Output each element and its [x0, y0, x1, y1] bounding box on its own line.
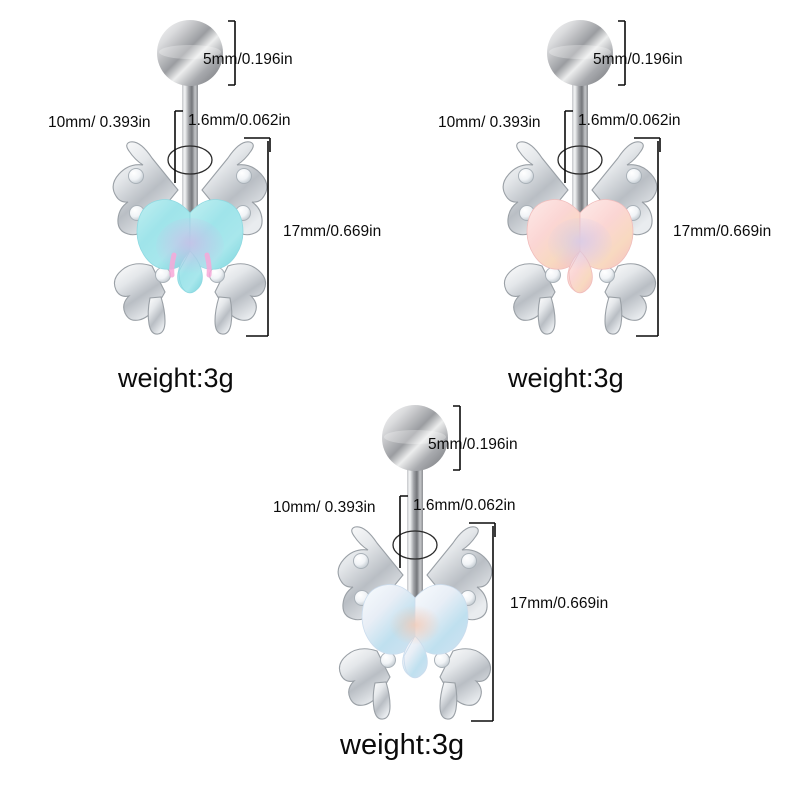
dimension-label-ball-2: 5mm/0.196in	[593, 51, 683, 68]
product-item-3: 5mm/0.196in 10mm/ 0.393in 1.6mm/0.062in …	[265, 393, 608, 793]
dimension-label-length-1: 10mm/ 0.393in	[48, 114, 151, 131]
jewelry-illustration-2	[502, 20, 661, 337]
dimension-brackets-2	[564, 20, 661, 337]
dimension-label-gauge-3: 1.6mm/0.062in	[413, 497, 516, 514]
ring-outline-2	[557, 145, 603, 175]
dimension-brackets-1	[174, 20, 271, 337]
dimension-label-length-2: 10mm/ 0.393in	[438, 114, 541, 131]
dimension-label-height-3: 17mm/0.669in	[510, 595, 609, 612]
dimension-label-height-2: 17mm/0.669in	[673, 223, 772, 240]
cz-stones-1	[128, 168, 252, 283]
product-item-2: 5mm/0.196in 10mm/ 0.393in 1.6mm/0.062in …	[430, 8, 771, 408]
barbell-ball-3	[382, 405, 448, 471]
ring-outline-1	[167, 145, 213, 175]
weight-label-1: weight:3g	[118, 363, 234, 393]
dimension-label-ball-3: 5mm/0.196in	[428, 436, 518, 453]
weight-label-2: weight:3g	[508, 363, 624, 393]
butterfly-charm-3	[361, 584, 469, 679]
dimension-brackets-3	[399, 405, 496, 722]
dimension-label-ball-1: 5mm/0.196in	[203, 51, 293, 68]
dimension-label-gauge-1: 1.6mm/0.062in	[188, 112, 291, 129]
barbell-ball-2	[547, 20, 613, 86]
dimension-label-gauge-2: 1.6mm/0.062in	[578, 112, 681, 129]
ring-outline-3	[392, 530, 438, 560]
butterfly-charm-2	[526, 199, 634, 294]
jewelry-illustration-1	[112, 20, 271, 337]
weight-label-3: weight:3g	[340, 729, 465, 761]
dimension-label-length-3: 10mm/ 0.393in	[273, 499, 376, 516]
jewelry-illustration-3	[337, 405, 496, 722]
butterfly-charm-1	[136, 199, 244, 294]
dimension-label-height-1: 17mm/0.669in	[283, 223, 382, 240]
product-item-1: 5mm/0.196in 10mm/ 0.393in 1.6mm/0.062in …	[40, 8, 381, 408]
barbell-ball-1	[157, 20, 223, 86]
